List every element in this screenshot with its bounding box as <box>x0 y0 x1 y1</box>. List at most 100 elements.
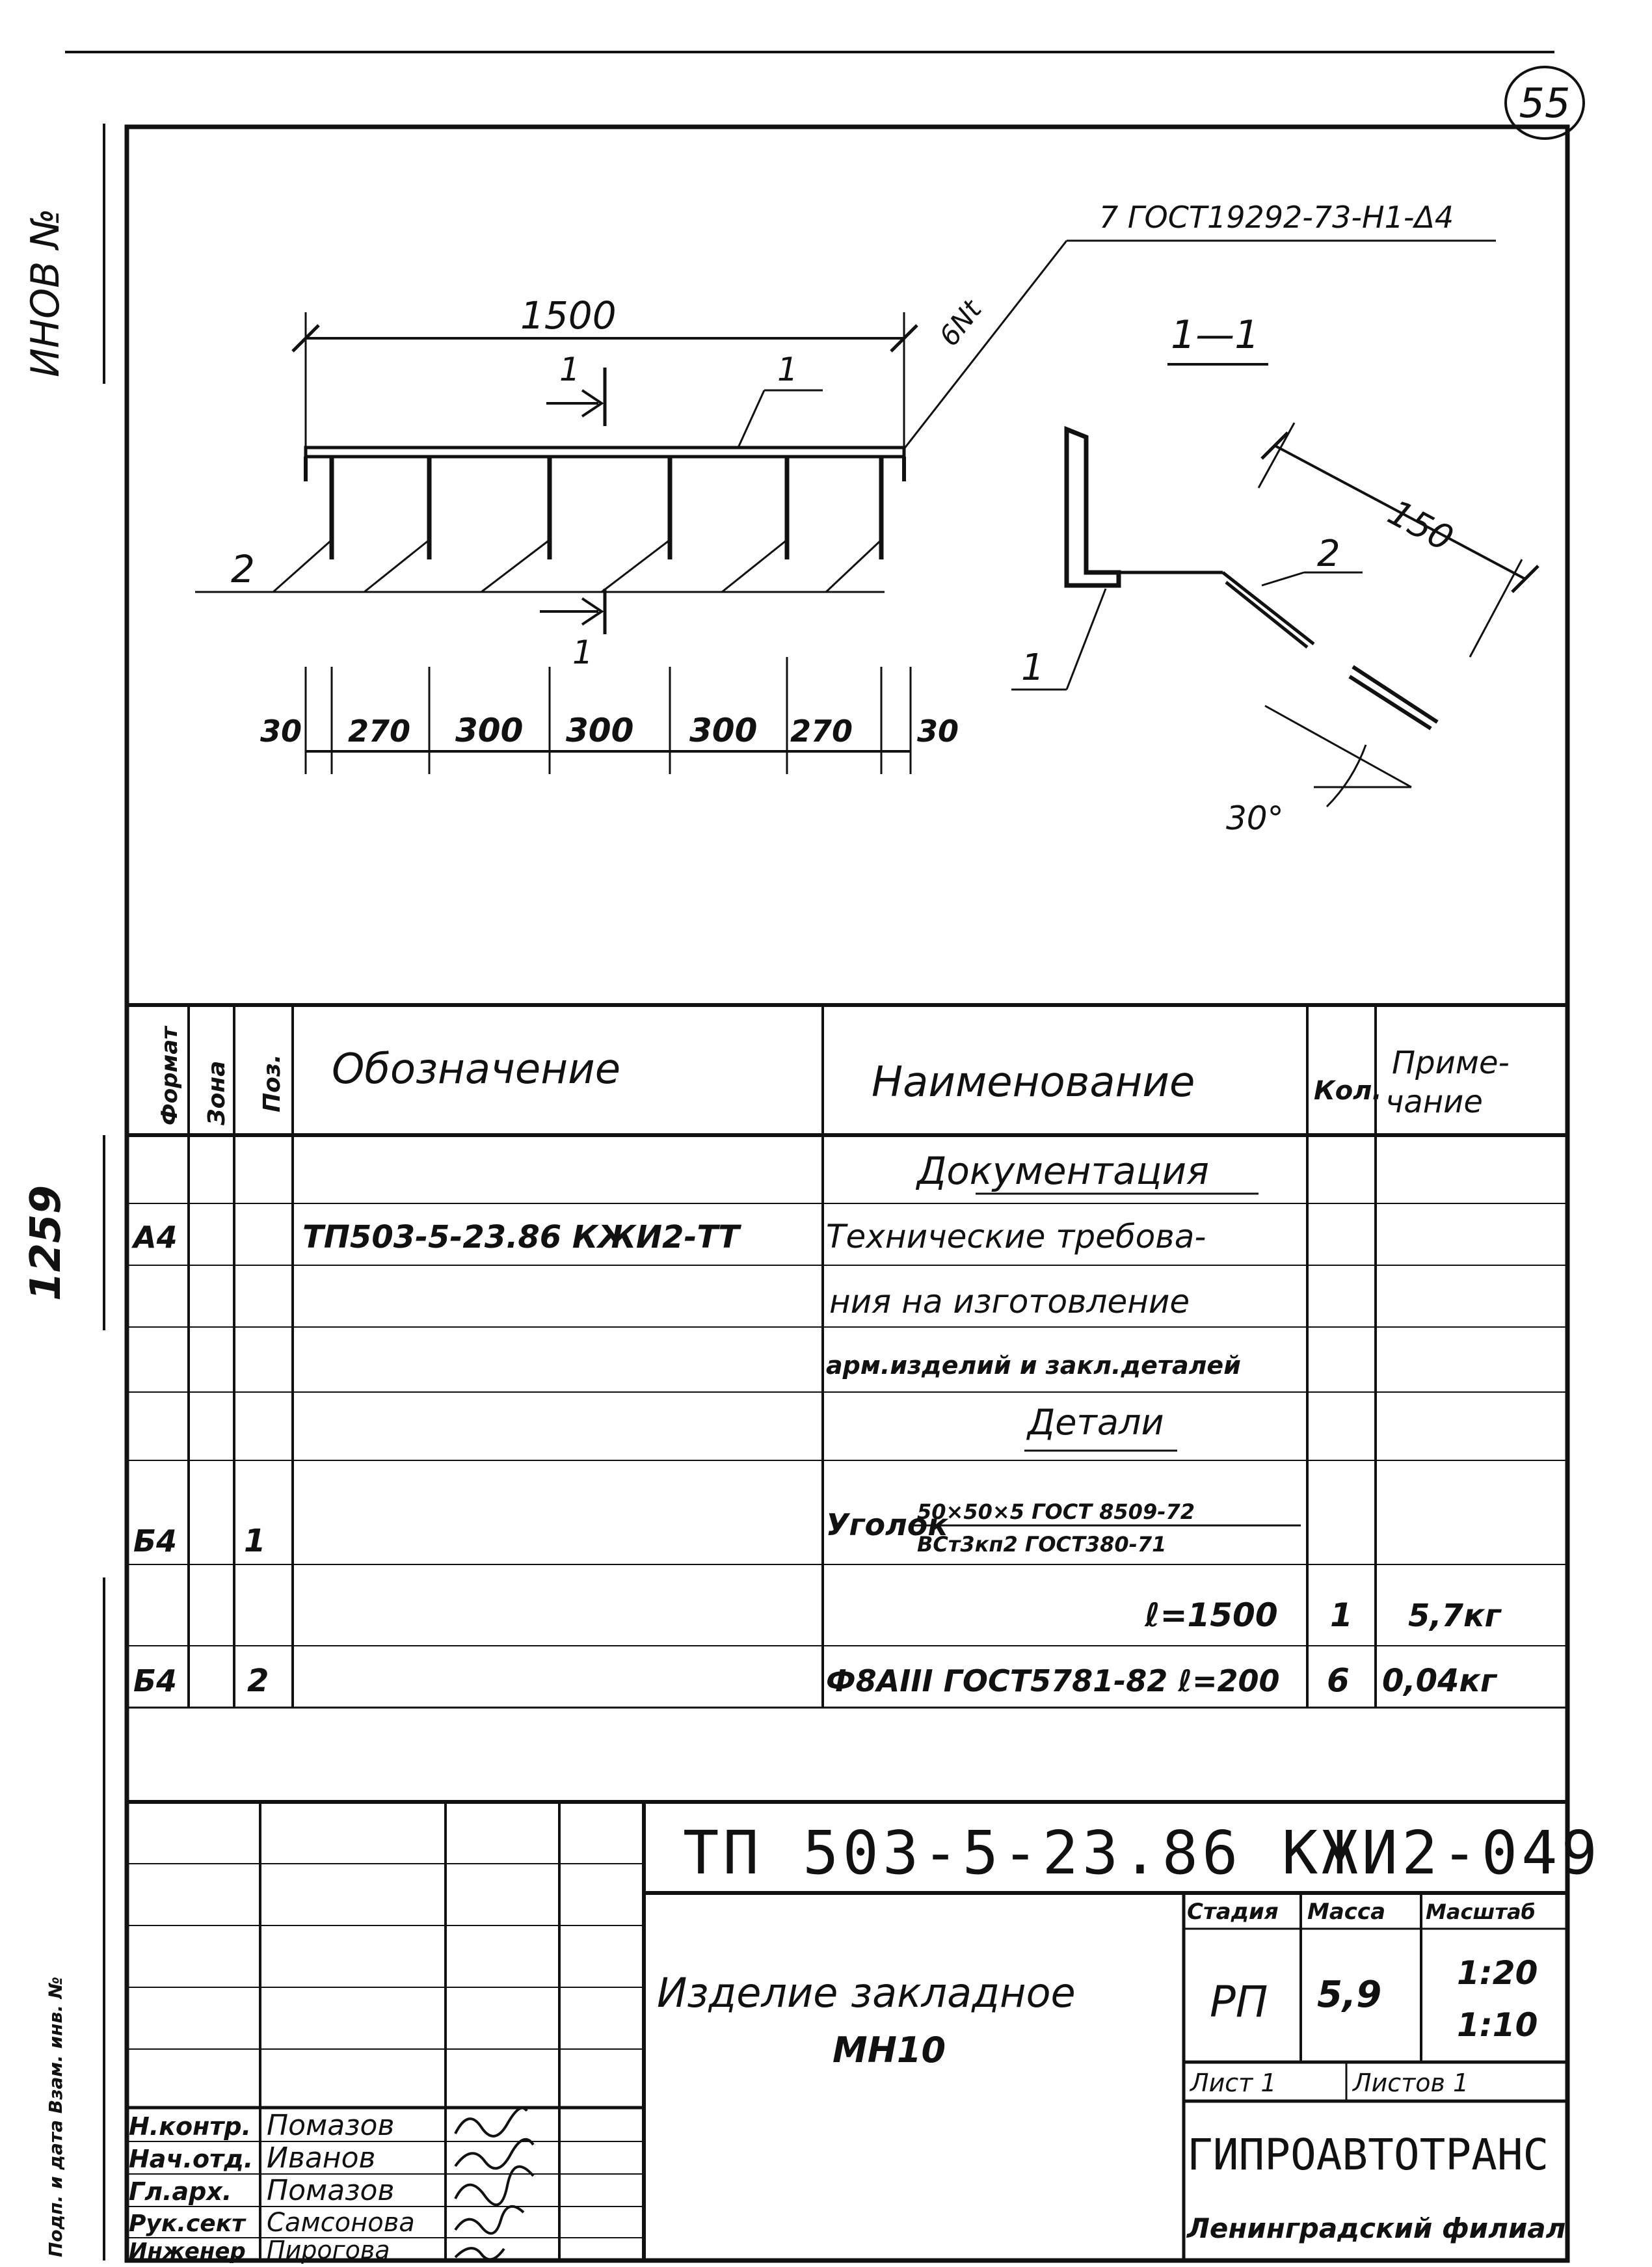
row-position: 1 <box>244 1523 265 1559</box>
signature-mark <box>454 2165 535 2207</box>
row-quantity: 1 <box>1330 1596 1353 1634</box>
sheet-number-badge: 55 <box>1504 66 1585 140</box>
document-code: ТП 503-5-23.86 КЖИ2-049 <box>683 1818 1601 1888</box>
section-title: 1—1 <box>1171 312 1259 358</box>
row-format: Б4 <box>133 1663 177 1698</box>
sheets-label: Листов 1 <box>1352 2069 1469 2097</box>
section-view <box>1011 363 1539 808</box>
row-position: 2 <box>247 1663 269 1699</box>
signer-name: Самсонова <box>267 2208 415 2238</box>
signer-role: Нач.отд. <box>129 2145 253 2173</box>
item-name: Изделие закладное <box>657 1969 1076 2017</box>
row-name: Уголок <box>826 1507 949 1542</box>
header-name: Наименование <box>872 1058 1195 1107</box>
header-zone: Зона <box>204 1061 230 1126</box>
dim-30-left: 30 <box>260 714 302 749</box>
angle-arc <box>1326 744 1367 808</box>
stage-label: Стадия <box>1187 1899 1279 1925</box>
row-name-steel: ВСт3кп2 ГОСТ380-71 <box>917 1532 1166 1557</box>
anchor-bent-rod <box>1221 571 1315 645</box>
position-2-label: 2 <box>231 547 255 591</box>
row-name: ℓ=1500 <box>1144 1596 1278 1634</box>
organization-name: ГИПРОАВТОТРАНС <box>1187 2130 1549 2180</box>
dim-300-a: 300 <box>455 712 523 749</box>
signer-name: Помазов <box>267 2174 394 2207</box>
inventory-number: 1259 <box>22 1185 70 1301</box>
dim-line-150 <box>1274 444 1526 580</box>
row-note: 0,04кг <box>1382 1663 1498 1699</box>
header-quantity: Кол. <box>1314 1076 1382 1106</box>
spec-rows: Документация А4 ТП503-5-23.86 КЖИ2-ТТ Те… <box>131 1149 1502 1699</box>
header-designation: Обозначение <box>332 1045 620 1093</box>
signer-name: Пирогова <box>267 2236 390 2264</box>
dim-270-left: 270 <box>348 714 410 749</box>
item-mark: МН10 <box>833 2030 946 2071</box>
dim-300-c: 300 <box>689 712 757 749</box>
branch-name: Ленинградский филиал <box>1186 2212 1565 2244</box>
signer-role: Инженер <box>129 2238 246 2264</box>
stage-value: РП <box>1210 1977 1268 2027</box>
row-section-details: Детали <box>1026 1402 1164 1443</box>
row-name-profile: 50×50×5 ГОСТ 8509-72 <box>917 1499 1195 1524</box>
chain-dimensions: 30 270 300 300 300 270 30 <box>260 712 959 749</box>
section-pos1-label: 1 <box>1021 647 1045 689</box>
row-format: Б4 <box>133 1523 177 1559</box>
weld-note: 7 ГОСТ19292-73-Н1-Δ4 <box>1099 200 1454 235</box>
section-mark-top: 1 <box>559 351 580 388</box>
title-block-grid <box>127 1800 1567 2260</box>
drawing-frame <box>124 124 1570 2263</box>
mass-value: 5,9 <box>1317 1974 1381 2016</box>
position-1-label: 1 <box>777 351 798 388</box>
header-note-line: чание <box>1385 1084 1483 1120</box>
sheet-number: 55 <box>1519 79 1571 127</box>
handwritten-signatures <box>454 2106 535 2261</box>
weld-size: 6Nt <box>933 293 988 352</box>
row-quantity: 6 <box>1327 1661 1350 1699</box>
mass-label: Масса <box>1307 1899 1385 1925</box>
angle-30-label: 30° <box>1226 799 1284 837</box>
inventory-label: ИНОВ № <box>23 208 68 377</box>
row-name: Технические требова- <box>826 1218 1206 1255</box>
dim-270-right: 270 <box>790 714 853 749</box>
signer-role: Гл.арх. <box>129 2177 232 2206</box>
signature-mark <box>454 2138 535 2170</box>
plan-view <box>195 239 1496 774</box>
row-designation: ТП503-5-23.86 КЖИ2-ТТ <box>302 1219 741 1255</box>
row-name: Ф8АIII ГОСТ5781-82 ℓ=200 <box>826 1663 1280 1698</box>
header-format: Формат <box>157 1025 183 1125</box>
row-format: А4 <box>131 1220 178 1255</box>
signer-role: Рук.сект <box>129 2210 246 2237</box>
dim-tick <box>291 324 320 353</box>
row-section-documentation: Документация <box>915 1149 1209 1193</box>
signer-role: Н.контр. <box>129 2112 251 2141</box>
row-name: арм.изделий и закл.деталей <box>826 1351 1241 1380</box>
signature-mark <box>454 2106 528 2138</box>
signer-name: Помазов <box>267 2109 394 2142</box>
spec-table-grid <box>127 1005 1567 1709</box>
signer-name: Иванов <box>267 2141 375 2175</box>
spec-header: Формат Зона Поз. Обозначение Наименовани… <box>157 1025 1519 1126</box>
scale-label: Масштаб <box>1426 1899 1536 1924</box>
signature-mark <box>454 2205 525 2235</box>
dim-30-right: 30 <box>917 714 959 749</box>
row-note: 5,7кг <box>1408 1598 1502 1634</box>
angle-section <box>1064 425 1121 588</box>
signature-date-stamp: Подп. и дата Взам. инв. № <box>45 1977 66 2257</box>
dimension-1500: 1500 <box>520 293 617 338</box>
section-mark-bottom: 1 <box>572 634 593 671</box>
header-note: Приме- чание <box>1385 1045 1519 1120</box>
weld-leader <box>903 240 1068 449</box>
anchor-rod-end <box>1352 665 1439 724</box>
angle-steel-bar <box>304 446 906 459</box>
signature-rows: Н.контр. Помазов Нач.отд. Иванов Гл.арх.… <box>129 2109 415 2264</box>
header-position: Поз. <box>259 1054 286 1112</box>
row-name: ния на изготовление <box>829 1283 1190 1321</box>
dim-tick <box>890 324 918 353</box>
scale-value-1: 1:20 <box>1457 1954 1538 1992</box>
angle-ray <box>1264 704 1412 788</box>
signature-mark <box>454 2247 505 2261</box>
section-pos2-label: 2 <box>1317 533 1340 575</box>
header-note-line: Приме- <box>1392 1045 1510 1081</box>
sheet-label: Лист 1 <box>1189 2069 1277 2097</box>
